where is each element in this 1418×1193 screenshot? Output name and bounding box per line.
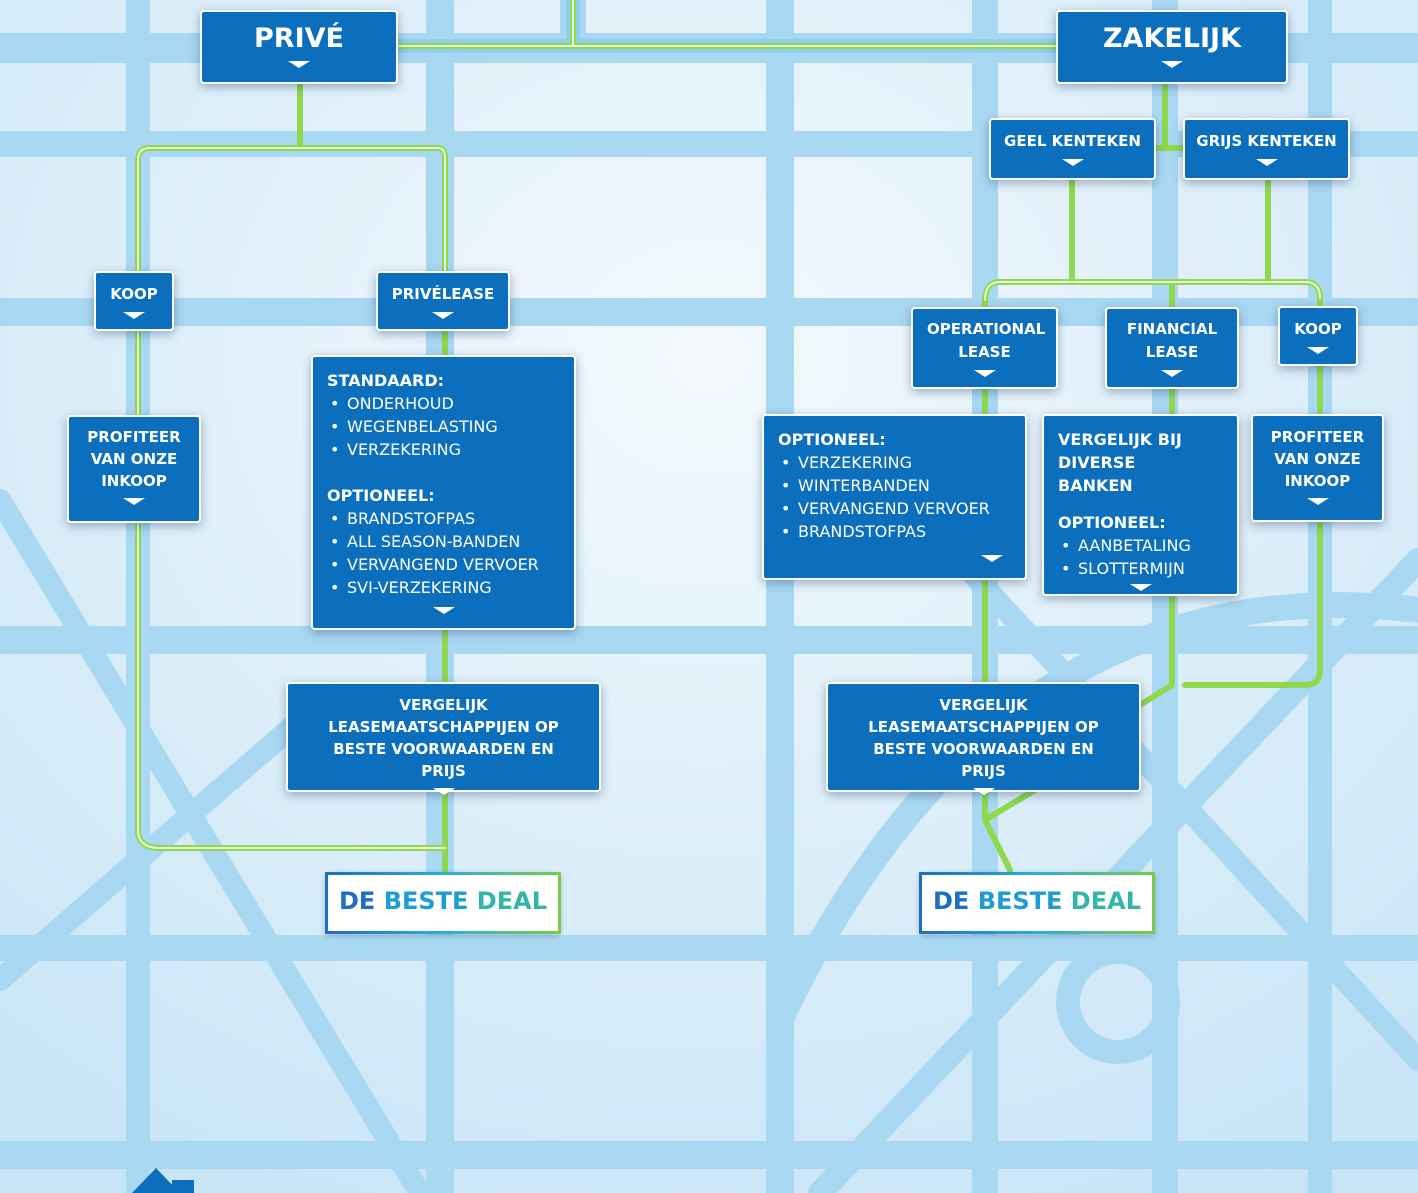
prive-koop-box[interactable]: KOOP: [94, 271, 174, 331]
chevron-down-icon: [432, 607, 455, 614]
list-item: BRANDSTOFPAS: [778, 520, 1011, 543]
deal-word-beste: BESTE: [383, 887, 469, 915]
list-item: VERVANGEND VERVOER: [778, 497, 1011, 520]
list-item: WEGENBELASTING: [327, 415, 560, 438]
optioneel-list: BRANDSTOFPAS ALL SEASON-BANDEN VERVANGEN…: [327, 507, 560, 599]
list-item: VERVANGEND VERVOER: [327, 553, 560, 576]
deal-word-de: DE: [933, 887, 970, 915]
chevron-down-icon: [1255, 159, 1278, 166]
chevron-down-icon: [1129, 584, 1152, 591]
prive-profiteer-label: PROFITEER VAN ONZE INKOOP: [87, 428, 181, 490]
chevron-down-icon: [1061, 159, 1084, 166]
geel-kenteken-label: GEEL KENTEKEN: [1004, 132, 1141, 150]
operational-lease-label: OPERATIONAL LEASE: [927, 320, 1046, 361]
privelease-label: PRIVÉLEASE: [391, 285, 495, 303]
geel-kenteken-box[interactable]: GEEL KENTEKEN: [989, 118, 1156, 180]
financial-optioneel-heading: OPTIONEEL:: [1058, 513, 1166, 532]
chevron-down-icon: [432, 788, 455, 795]
chevron-down-icon: [981, 555, 1003, 562]
list-item: WINTERBANDEN: [778, 474, 1011, 497]
financial-lease-box[interactable]: FINANCIAL LEASE: [1105, 307, 1239, 389]
list-item: VERZEKERING: [327, 438, 560, 461]
financial-vergelijk-heading: VERGELIJK BIJ DIVERSE BANKEN: [1058, 430, 1182, 495]
list-item: ONDERHOUD: [327, 392, 560, 415]
prive-koop-label: KOOP: [110, 285, 158, 303]
prive-profiteer-box[interactable]: PROFITEER VAN ONZE INKOOP: [67, 415, 201, 523]
deal-word-deal: DEAL: [476, 887, 547, 915]
zakelijk-profiteer-label: PROFITEER VAN ONZE INKOOP: [1270, 428, 1365, 490]
chevron-down-icon: [972, 788, 995, 795]
zakelijk-koop-label: KOOP: [1294, 320, 1342, 338]
chevron-down-icon: [1306, 498, 1329, 505]
zakelijk-deal-button[interactable]: DE BESTE DEAL: [919, 872, 1155, 934]
privelease-details-box: STANDAARD: ONDERHOUD WEGENBELASTING VERZ…: [311, 355, 576, 630]
chevron-down-icon: [1161, 370, 1183, 377]
operational-optioneel-list: VERZEKERING WINTERBANDEN VERVANGEND VERV…: [778, 451, 1011, 543]
zakelijk-koop-box[interactable]: KOOP: [1278, 306, 1358, 366]
chevron-down-icon: [432, 312, 454, 319]
prive-title: PRIVÉ: [254, 23, 344, 54]
prive-vergelijk-box[interactable]: VERGELIJK LEASEMAATSCHAPPIJEN OP BESTE V…: [286, 682, 601, 795]
optioneel-heading: OPTIONEEL:: [327, 486, 435, 505]
operational-optioneel-heading: OPTIONEEL:: [778, 430, 886, 449]
standaard-heading: STANDAARD:: [327, 371, 445, 390]
chevron-down-icon: [123, 312, 145, 319]
chevron-down-icon: [123, 498, 145, 505]
financial-details-box: VERGELIJK BIJ DIVERSE BANKEN OPTIONEEL: …: [1042, 414, 1239, 596]
zakelijk-vergelijk-label: VERGELIJK LEASEMAATSCHAPPIJEN OP BESTE V…: [868, 696, 1099, 780]
chevron-down-icon: [288, 61, 310, 68]
financial-optioneel-list: AANBETALING SLOTTERMIJN: [1058, 534, 1223, 580]
list-item: SVI-VERZEKERING: [327, 576, 560, 599]
house-logo-icon: [132, 1168, 194, 1193]
list-item: BRANDSTOFPAS: [327, 507, 560, 530]
zakelijk-vergelijk-box[interactable]: VERGELIJK LEASEMAATSCHAPPIJEN OP BESTE V…: [826, 682, 1141, 795]
deal-word-beste: BESTE: [977, 887, 1063, 915]
prive-vergelijk-label: VERGELIJK LEASEMAATSCHAPPIJEN OP BESTE V…: [328, 696, 559, 780]
privelease-box[interactable]: PRIVÉLEASE: [376, 271, 510, 331]
grijs-kenteken-box[interactable]: GRIJS KENTEKEN: [1183, 118, 1350, 180]
deal-word-de: DE: [339, 887, 376, 915]
list-item: AANBETALING: [1058, 534, 1223, 557]
grijs-kenteken-label: GRIJS KENTEKEN: [1196, 132, 1337, 150]
zakelijk-title: ZAKELIJK: [1102, 23, 1242, 54]
financial-lease-label: FINANCIAL LEASE: [1126, 320, 1218, 361]
deal-word-deal: DEAL: [1070, 887, 1141, 915]
operational-options-box: OPTIONEEL: VERZEKERING WINTERBANDEN VERV…: [762, 414, 1027, 580]
chevron-down-icon: [1307, 347, 1329, 354]
list-item: SLOTTERMIJN: [1058, 557, 1223, 580]
zakelijk-box[interactable]: ZAKELIJK: [1056, 10, 1288, 84]
prive-box[interactable]: PRIVÉ: [200, 10, 398, 84]
operational-lease-box[interactable]: OPERATIONAL LEASE: [911, 307, 1058, 389]
standaard-list: ONDERHOUD WEGENBELASTING VERZEKERING: [327, 392, 560, 461]
zakelijk-profiteer-box[interactable]: PROFITEER VAN ONZE INKOOP: [1251, 414, 1384, 522]
prive-deal-button[interactable]: DE BESTE DEAL: [325, 872, 561, 934]
list-item: VERZEKERING: [778, 451, 1011, 474]
chevron-down-icon: [973, 370, 996, 377]
chevron-down-icon: [1161, 61, 1183, 68]
list-item: ALL SEASON-BANDEN: [327, 530, 560, 553]
